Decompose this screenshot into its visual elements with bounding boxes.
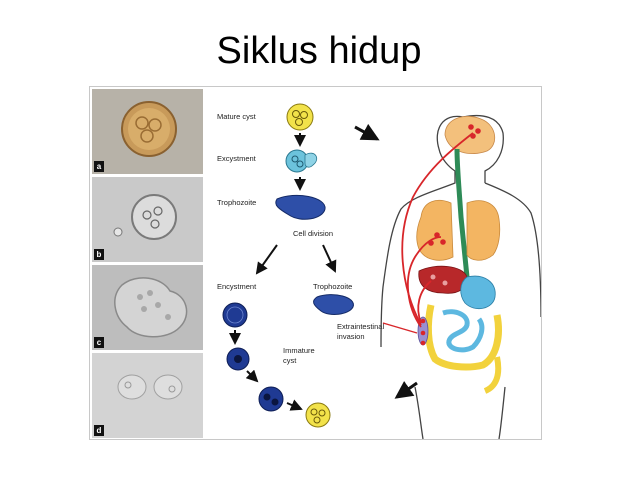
trophozoite-icon — [275, 194, 326, 220]
label-trophozoite-right: Trophozoite — [313, 282, 352, 291]
label-immature-cyst-line2: cyst — [283, 356, 297, 365]
life-cycle-figure: a b c — [89, 86, 542, 440]
label-cell-division: Cell division — [293, 229, 333, 238]
left-lung-icon — [416, 200, 454, 261]
arrow-to-body — [354, 123, 380, 141]
large-intestine-icon — [424, 304, 502, 371]
label-extraintestinal-line2: invasion — [337, 332, 365, 341]
arrow-right — [286, 399, 303, 411]
micrograph-d: d — [92, 353, 203, 438]
amoeboid-trophozoite-micrograph-icon — [92, 265, 203, 350]
micrograph-tag: d — [94, 425, 104, 436]
excystment-icon — [285, 149, 318, 173]
mature-cyst-bottom-icon — [305, 402, 331, 428]
micrograph-tag: c — [94, 337, 104, 348]
liver-icon — [418, 265, 468, 294]
immature-cyst-two-nuclei-icon — [258, 386, 284, 412]
micrograph-b: b — [92, 177, 203, 262]
right-lung-icon — [466, 200, 501, 261]
trophozoite-right-icon — [313, 294, 354, 315]
micrograph-a: a — [92, 89, 203, 174]
invasion-path-liver — [417, 280, 432, 324]
label-immature-cyst-line1: Immature — [283, 346, 315, 355]
label-mature-cyst: Mature cyst — [217, 112, 257, 121]
faint-cell-pair-micrograph-icon — [92, 353, 203, 438]
label-encystment: Encystment — [217, 282, 257, 291]
label-extraintestinal-line1: Extraintestinal — [337, 322, 384, 331]
esophagus-icon — [454, 148, 470, 278]
extraintestinal-pointer — [382, 322, 418, 334]
label-excystment: Excystment — [217, 154, 257, 163]
invasion-path-lungs — [407, 236, 442, 328]
micrograph-tag: b — [94, 249, 104, 260]
slide-title: Siklus hidup — [216, 30, 422, 72]
arrow-to-trophozoite — [322, 244, 337, 273]
stomach-icon — [460, 275, 496, 310]
invasion-path-brain — [401, 132, 474, 326]
amber-cyst-micrograph-icon — [92, 89, 203, 174]
life-cycle-diagram: Mature cyst Excystment Trophozoite Cell … — [217, 103, 541, 439]
trophozoite-cyst-micrograph-icon — [92, 177, 203, 262]
arrow-from-body — [394, 381, 418, 399]
arrow-to-encystment — [255, 244, 278, 275]
micrograph-tag: a — [94, 161, 104, 172]
micrograph-c: c — [92, 265, 203, 350]
human-body-illustration — [380, 114, 541, 439]
immature-cyst-icon — [226, 347, 250, 371]
arrow-diagonal — [245, 369, 259, 383]
encystment-cyst-icon — [222, 302, 248, 328]
micrograph-strip: a b c — [90, 87, 205, 439]
label-trophozoite-top: Trophozoite — [217, 198, 256, 207]
mature-cyst-icon — [286, 103, 314, 131]
small-intestine-icon — [442, 309, 485, 353]
